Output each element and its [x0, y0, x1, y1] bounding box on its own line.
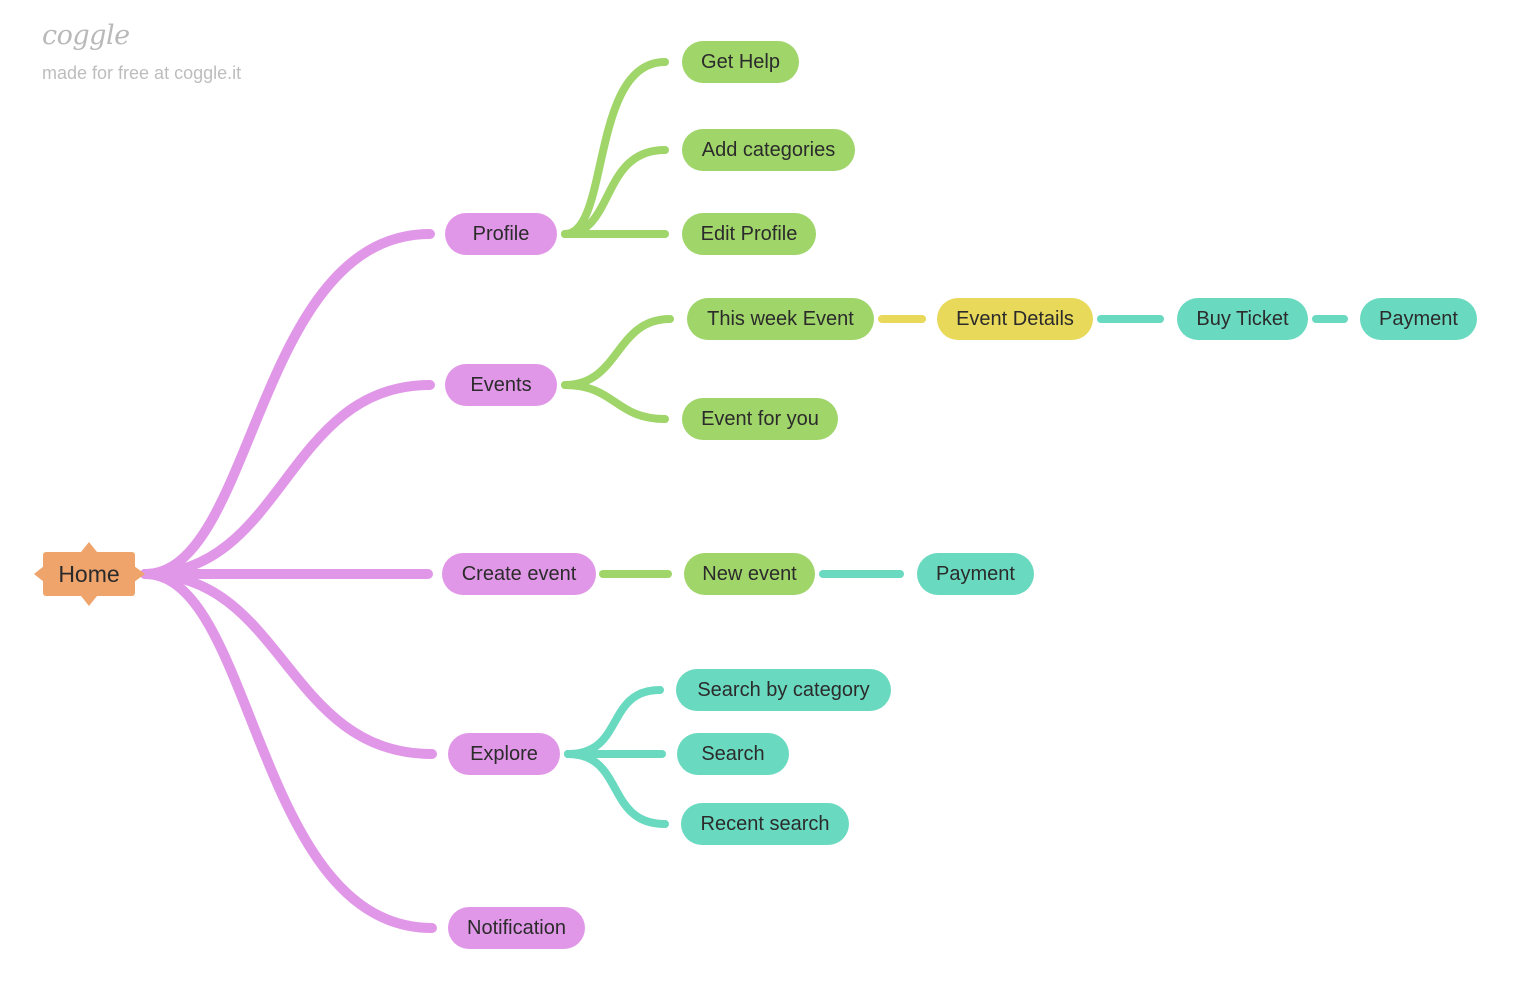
node-explore[interactable]: Explore	[448, 733, 560, 775]
node-home[interactable]: Home	[43, 552, 135, 596]
branch-home-explore	[140, 569, 437, 759]
node-payment-ticket[interactable]: Payment	[1360, 298, 1477, 340]
branch-events-this-week	[561, 315, 674, 389]
branch-profile-get-help	[561, 58, 669, 238]
branch-home-profile	[140, 229, 435, 579]
home-star-points	[81, 542, 97, 552]
node-edit-profile[interactable]: Edit Profile	[682, 213, 816, 255]
node-new-event[interactable]: New event	[684, 553, 815, 595]
node-search[interactable]: Search	[677, 733, 789, 775]
node-search-by-category[interactable]: Search by category	[676, 669, 891, 711]
node-events[interactable]: Events	[445, 364, 557, 406]
node-create-event[interactable]: Create event	[442, 553, 596, 595]
branch-explore-recent	[564, 750, 669, 828]
node-get-help[interactable]: Get Help	[682, 41, 799, 83]
node-event-for-you[interactable]: Event for you	[682, 398, 838, 440]
home-star-points-bottom	[81, 596, 97, 606]
branch-explore-search-category	[564, 686, 664, 758]
branch-home-events	[140, 380, 435, 579]
node-add-categories[interactable]: Add categories	[682, 129, 855, 171]
watermark-text: made for free at coggle.it	[42, 63, 242, 83]
node-recent-search[interactable]: Recent search	[681, 803, 849, 845]
node-this-week-event[interactable]: This week Event	[687, 298, 874, 340]
home-star-points-right	[134, 566, 145, 582]
node-payment-new-event[interactable]: Payment	[917, 553, 1034, 595]
branch-events-for-you	[561, 381, 669, 423]
node-profile[interactable]: Profile	[445, 213, 557, 255]
node-buy-ticket[interactable]: Buy Ticket	[1177, 298, 1308, 340]
home-star-points-left	[34, 566, 44, 582]
branch-home-notification	[140, 569, 437, 933]
coggle-logo: coggle	[42, 20, 130, 51]
node-event-details[interactable]: Event Details	[937, 298, 1093, 340]
node-notification[interactable]: Notification	[448, 907, 585, 949]
